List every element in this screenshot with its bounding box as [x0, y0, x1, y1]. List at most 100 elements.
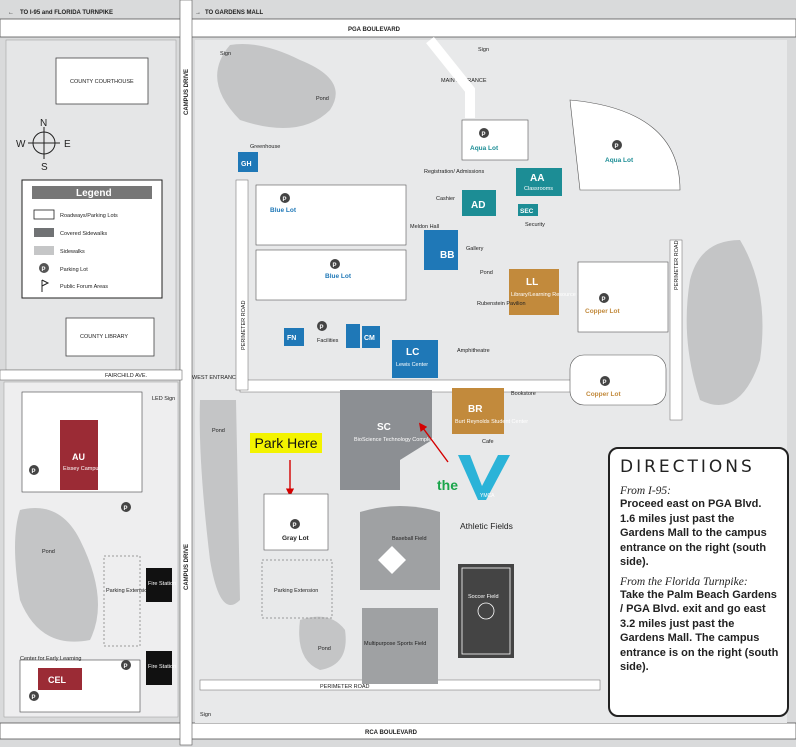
top-left-arrow: ← TO I-95 and FLORIDA TURNPIKE [8, 10, 113, 16]
legend-item-public-forum: Public Forum Areas [60, 284, 108, 290]
legend-item-roadways: Roadways/Parking Lots [60, 213, 118, 219]
svg-text:P: P [482, 132, 486, 138]
bldg-lc: LC Lewis Center [392, 340, 438, 378]
top-right-arrow: → TO GARDENS MALL [195, 10, 264, 16]
svg-text:Soccer Field: Soccer Field [468, 594, 499, 600]
svg-text:AD: AD [471, 200, 485, 211]
bldg-ll: LL Library/Learning Resource Center [509, 269, 594, 315]
svg-text:Pond: Pond [480, 270, 493, 276]
bldg-sec: SEC [518, 204, 538, 216]
svg-text:Pond: Pond [42, 549, 55, 555]
svg-text:Legend: Legend [76, 188, 112, 199]
directions-panel: DIRECTIONS From I-95: Proceed east on PG… [608, 447, 789, 717]
svg-text:P: P [124, 664, 128, 670]
svg-text:Aqua Lot: Aqua Lot [605, 157, 634, 164]
svg-text:Meldon Hall: Meldon Hall [410, 224, 439, 230]
svg-text:P: P [283, 197, 287, 203]
fire-station-1 [146, 568, 172, 602]
copper-lot-1[interactable]: P Copper Lot [577, 261, 669, 333]
bldg-aa: AA Classrooms [516, 168, 562, 196]
svg-text:PERIMETER ROAD: PERIMETER ROAD [241, 300, 247, 350]
svg-text:LED Sign: LED Sign [152, 396, 175, 402]
svg-text:Pond: Pond [212, 428, 225, 434]
svg-text:CM: CM [364, 335, 375, 342]
soccer-field: Soccer Field [458, 564, 514, 658]
svg-text:Blue Lot: Blue Lot [325, 273, 352, 280]
svg-text:N: N [40, 118, 47, 129]
svg-text:Facilities: Facilities [317, 338, 339, 344]
svg-text:AU: AU [72, 452, 85, 462]
svg-text:CEL: CEL [48, 675, 67, 685]
bldg-gh: GH [238, 152, 258, 172]
svg-text:W: W [16, 139, 26, 150]
pond-north [217, 44, 336, 128]
aqua-lot-2[interactable]: P Aqua Lot [569, 99, 681, 191]
compass-icon: N S E W [16, 118, 71, 173]
svg-text:P: P [615, 144, 619, 150]
svg-text:Cashier: Cashier [436, 196, 455, 202]
blue-lot-1[interactable]: P Blue Lot [255, 184, 407, 246]
svg-text:Gray Lot: Gray Lot [282, 535, 310, 542]
svg-text:E: E [64, 139, 71, 150]
svg-text:Sign: Sign [220, 51, 231, 57]
svg-text:Pond: Pond [316, 96, 329, 102]
svg-text:Security: Security [525, 222, 545, 228]
svg-text:Pond: Pond [318, 646, 331, 652]
svg-text:BioScience Technology Complex: BioScience Technology Complex [354, 437, 434, 443]
svg-text:Eissey Campus Theatre: Eissey Campus Theatre [63, 466, 122, 472]
svg-text:P: P [42, 267, 46, 273]
rca-boulevard: RCA BOULEVARD [0, 722, 796, 740]
svg-text:P: P [124, 506, 128, 512]
multipurpose-field: Multipurpose Sports Field [362, 608, 438, 684]
bldg-cm: CM [362, 326, 380, 348]
from-turnpike-text: Take the Palm Beach Gardens / PGA Blvd. … [620, 588, 779, 674]
svg-text:BR: BR [468, 404, 483, 415]
svg-text:COUNTY COURTHOUSE: COUNTY COURTHOUSE [70, 79, 134, 85]
svg-text:CAMPUS DRIVE: CAMPUS DRIVE [184, 544, 190, 590]
svg-text:Parking Extension: Parking Extension [106, 588, 150, 594]
legend-item-sidewalks: Sidewalks [60, 249, 85, 255]
aqua-lot-1[interactable]: P Aqua Lot [461, 119, 529, 161]
bldg-bb: BB [424, 230, 458, 270]
svg-text:Athletic Fields: Athletic Fields [460, 521, 513, 531]
svg-text:PERIMETER ROAD: PERIMETER ROAD [320, 684, 370, 690]
bldg-au [60, 420, 98, 490]
svg-text:P: P [320, 325, 324, 331]
park-here-label: Park Here [250, 433, 322, 453]
svg-text:←: ← [8, 10, 14, 16]
svg-text:Greenhouse: Greenhouse [250, 144, 280, 150]
svg-text:AA: AA [530, 173, 544, 184]
pond-west [199, 400, 240, 605]
gray-lot[interactable]: P Gray Lot [263, 493, 329, 551]
svg-text:Parking Extension: Parking Extension [274, 588, 318, 594]
copper-lot-2[interactable]: P Copper Lot [569, 354, 667, 406]
svg-text:FN: FN [287, 335, 296, 342]
svg-text:LC: LC [406, 347, 419, 358]
svg-text:Sign: Sign [478, 47, 489, 53]
svg-text:Copper Lot: Copper Lot [586, 391, 621, 398]
svg-text:the: the [437, 477, 458, 493]
svg-text:P: P [603, 380, 607, 386]
svg-text:LL: LL [526, 277, 538, 288]
svg-text:P: P [333, 263, 337, 269]
svg-text:Cafe: Cafe [482, 439, 494, 445]
svg-text:Aqua Lot: Aqua Lot [470, 145, 499, 152]
legend-item-parking-lot: Parking Lot [60, 267, 88, 273]
svg-text:Rubenstein Pavilion: Rubenstein Pavilion [477, 301, 526, 307]
svg-text:GH: GH [241, 161, 252, 168]
svg-text:TO I-95 and FLORIDA TURNPIKE: TO I-95 and FLORIDA TURNPIKE [20, 10, 113, 16]
ymca-logo: the YMCA [437, 455, 510, 500]
svg-text:S: S [41, 162, 48, 173]
svg-text:FAIRCHILD AVE.: FAIRCHILD AVE. [105, 373, 148, 379]
flag-icon [41, 279, 50, 292]
svg-text:SEC: SEC [520, 208, 534, 215]
pond-south [299, 616, 346, 670]
svg-text:Copper Lot: Copper Lot [585, 308, 620, 315]
svg-text:CAMPUS DRIVE: CAMPUS DRIVE [184, 69, 190, 115]
svg-text:P: P [293, 523, 297, 529]
svg-text:→: → [195, 10, 201, 16]
svg-text:Gallery: Gallery [466, 246, 484, 252]
from-i95-heading: From I-95: [620, 485, 671, 497]
svg-text:PGA BOULEVARD: PGA BOULEVARD [348, 27, 401, 33]
blue-lot-2[interactable]: P Blue Lot [255, 249, 407, 301]
